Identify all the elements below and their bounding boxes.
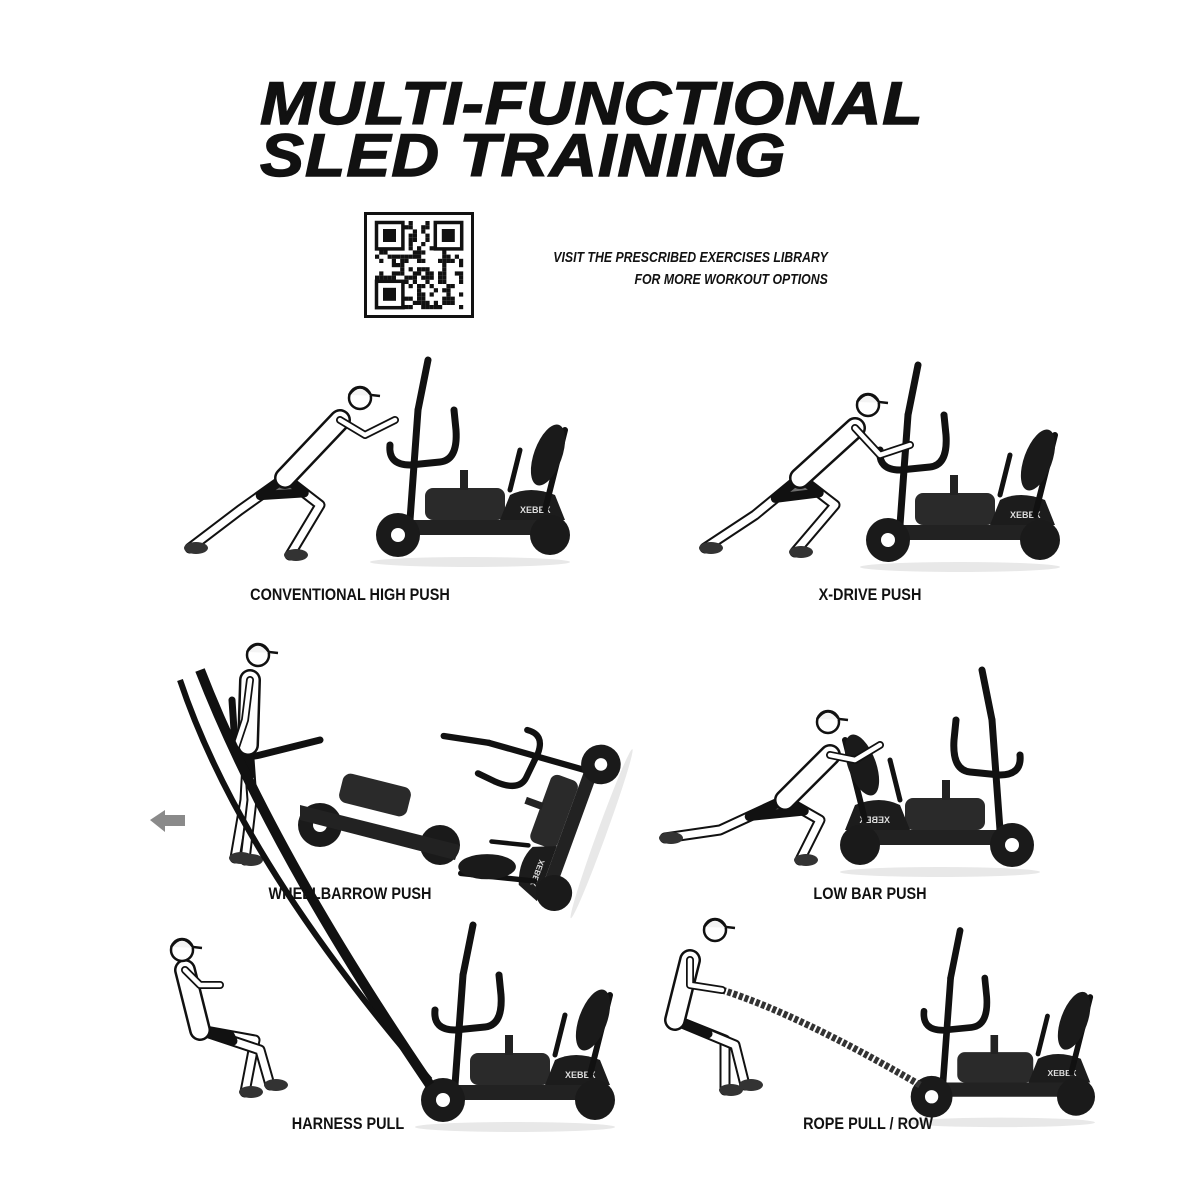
athlete-x-drive-push bbox=[699, 392, 914, 558]
shoe bbox=[264, 1079, 288, 1091]
shoe bbox=[789, 546, 813, 558]
cap bbox=[815, 710, 849, 722]
shoe bbox=[184, 542, 208, 554]
shoe bbox=[284, 549, 308, 561]
harness-strap bbox=[177, 679, 433, 1082]
brand-logo: XEBEX bbox=[565, 1070, 596, 1080]
harness-strap bbox=[195, 668, 435, 1088]
rope bbox=[720, 986, 922, 1089]
athlete-rope-pull bbox=[664, 917, 763, 1096]
sled-harness-pull: XEBEX bbox=[415, 921, 615, 1132]
shoe bbox=[739, 1079, 763, 1091]
cap bbox=[855, 393, 889, 405]
promo-line-1: VISIT THE PRESCRIBED EXERCISES LIBRARY bbox=[553, 249, 828, 266]
shoe bbox=[699, 542, 723, 554]
athlete-low-bar-push bbox=[659, 709, 884, 866]
label-rope-pull-row: ROPE PULL / ROW bbox=[803, 1114, 933, 1133]
brand-logo: XEBEX bbox=[859, 815, 890, 825]
promo-line-2: FOR MORE WORKOUT OPTIONS bbox=[634, 271, 828, 288]
athlete-conventional-high-push bbox=[184, 385, 399, 561]
label-x-drive-push: X-DRIVE PUSH bbox=[818, 585, 922, 604]
brand-logo: XEBEX bbox=[520, 505, 551, 515]
sled-frame bbox=[300, 805, 460, 860]
cap bbox=[347, 386, 381, 398]
sled-wheelbarrow-push: XEBEX bbox=[440, 726, 633, 919]
cap bbox=[702, 918, 736, 930]
brand-logo: XEBEX bbox=[1010, 510, 1041, 520]
sled-low-bar-push: XEBEX bbox=[840, 666, 1040, 877]
label-wheelbarrow-push: WHEELBARROW PUSH bbox=[268, 884, 432, 903]
shoe bbox=[719, 1084, 743, 1096]
shoe bbox=[794, 854, 818, 866]
arrow-left-icon bbox=[150, 810, 185, 832]
cap bbox=[245, 643, 279, 655]
sled-conventional-high-push: XEBEX bbox=[370, 356, 570, 567]
athlete-harness-pull bbox=[169, 937, 288, 1098]
label-conventional-high-push: CONVENTIONAL HIGH PUSH bbox=[250, 585, 450, 604]
label-harness-pull: HARNESS PULL bbox=[291, 1114, 405, 1133]
sled-rope-pull: XEBEX bbox=[905, 927, 1095, 1128]
label-low-bar-push: LOW BAR PUSH bbox=[813, 884, 927, 903]
shoe bbox=[239, 854, 263, 866]
shoe bbox=[659, 832, 683, 844]
qr-code[interactable] bbox=[364, 212, 474, 318]
plate-stack bbox=[339, 773, 411, 817]
title-line-2: SLED TRAINING bbox=[259, 120, 787, 190]
title-line-1: MULTI-FUNCTIONAL bbox=[259, 68, 924, 138]
cap bbox=[169, 938, 203, 950]
brand-logo: XEBEX bbox=[1048, 1068, 1077, 1078]
shoe bbox=[239, 1086, 263, 1098]
sled-x-drive-push: XEBEX bbox=[860, 361, 1060, 572]
qr-code-pattern bbox=[374, 220, 464, 310]
